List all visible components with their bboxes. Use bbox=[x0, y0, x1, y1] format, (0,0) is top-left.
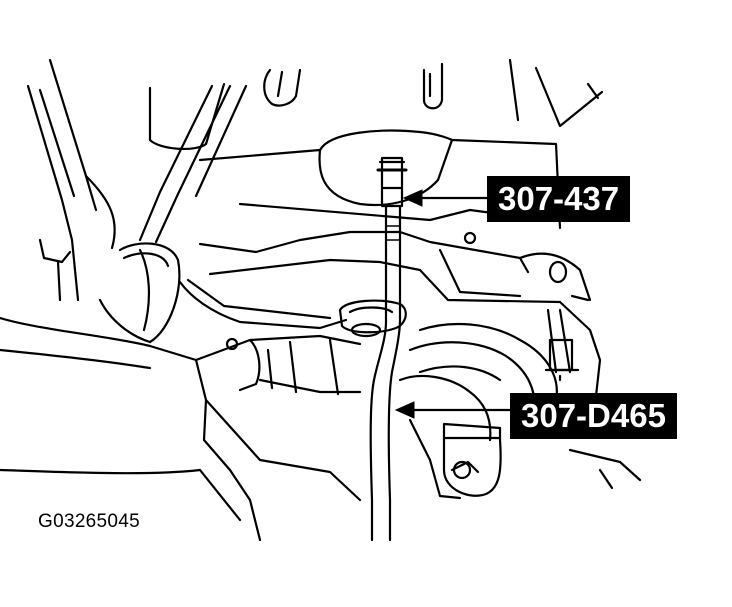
callout-label-307-D465: 307-D465 bbox=[510, 393, 677, 439]
leader-arrows bbox=[394, 189, 512, 419]
bushing-left bbox=[98, 242, 181, 344]
figure-id: G03265045 bbox=[38, 511, 141, 532]
callout-label-307-437: 307-437 bbox=[487, 176, 631, 222]
left-body-panel bbox=[26, 58, 116, 302]
lower-arm bbox=[0, 316, 362, 542]
upper-frame bbox=[138, 58, 604, 244]
tool-shaft bbox=[369, 156, 408, 542]
strut-mount bbox=[338, 299, 407, 338]
bracket-lower bbox=[442, 422, 502, 497]
